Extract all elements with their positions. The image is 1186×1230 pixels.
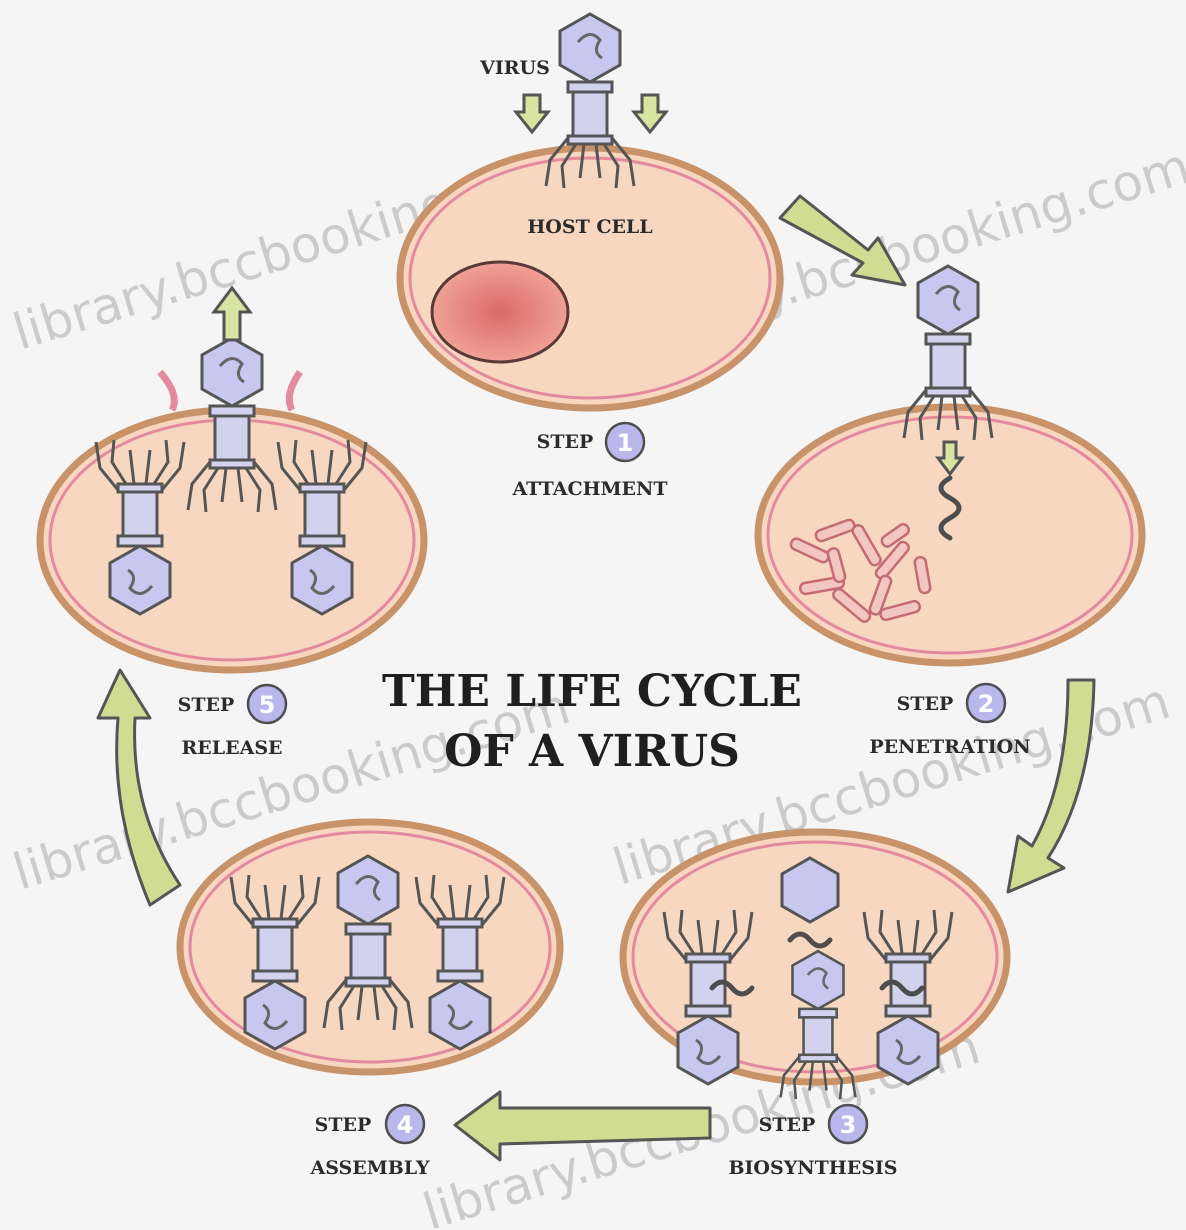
step-name: ATTACHMENT bbox=[511, 478, 667, 500]
step-prefix: STEP bbox=[178, 694, 235, 716]
down-arrow-icon bbox=[516, 95, 548, 132]
cell-attachment: HOST CELL VIRUS bbox=[400, 14, 780, 408]
step-name: BIOSYNTHESIS bbox=[728, 1157, 897, 1179]
virus-label: VIRUS bbox=[479, 57, 550, 79]
cell-assembly bbox=[180, 822, 560, 1072]
nucleus bbox=[432, 262, 568, 362]
cell-penetration bbox=[758, 266, 1142, 663]
host-cell-label: HOST CELL bbox=[527, 216, 652, 238]
step-name: RELEASE bbox=[181, 737, 282, 759]
step-prefix: STEP bbox=[537, 431, 594, 453]
step-number: 4 bbox=[397, 1111, 414, 1139]
diagram-title-line-2: OF A VIRUS bbox=[444, 726, 740, 777]
step-prefix: STEP bbox=[897, 693, 954, 715]
step-4-label: STEP 4 ASSEMBLY bbox=[309, 1105, 429, 1179]
step-number: 5 bbox=[259, 691, 276, 719]
step-name: ASSEMBLY bbox=[309, 1157, 429, 1179]
step-number: 2 bbox=[978, 690, 995, 718]
cell-release bbox=[40, 288, 424, 670]
step-prefix: STEP bbox=[759, 1114, 816, 1136]
step-number: 1 bbox=[617, 429, 634, 457]
step-prefix: STEP bbox=[315, 1114, 372, 1136]
step-number: 3 bbox=[840, 1111, 857, 1139]
diagram-title-line-1: THE LIFE CYCLE bbox=[382, 666, 802, 717]
down-arrow-icon bbox=[634, 95, 666, 132]
virus-head-icon bbox=[782, 858, 838, 922]
step-name: PENETRATION bbox=[869, 736, 1030, 758]
step-1-label: STEP 1 ATTACHMENT bbox=[511, 423, 667, 500]
step-5-label: STEP 5 RELEASE bbox=[178, 685, 286, 759]
